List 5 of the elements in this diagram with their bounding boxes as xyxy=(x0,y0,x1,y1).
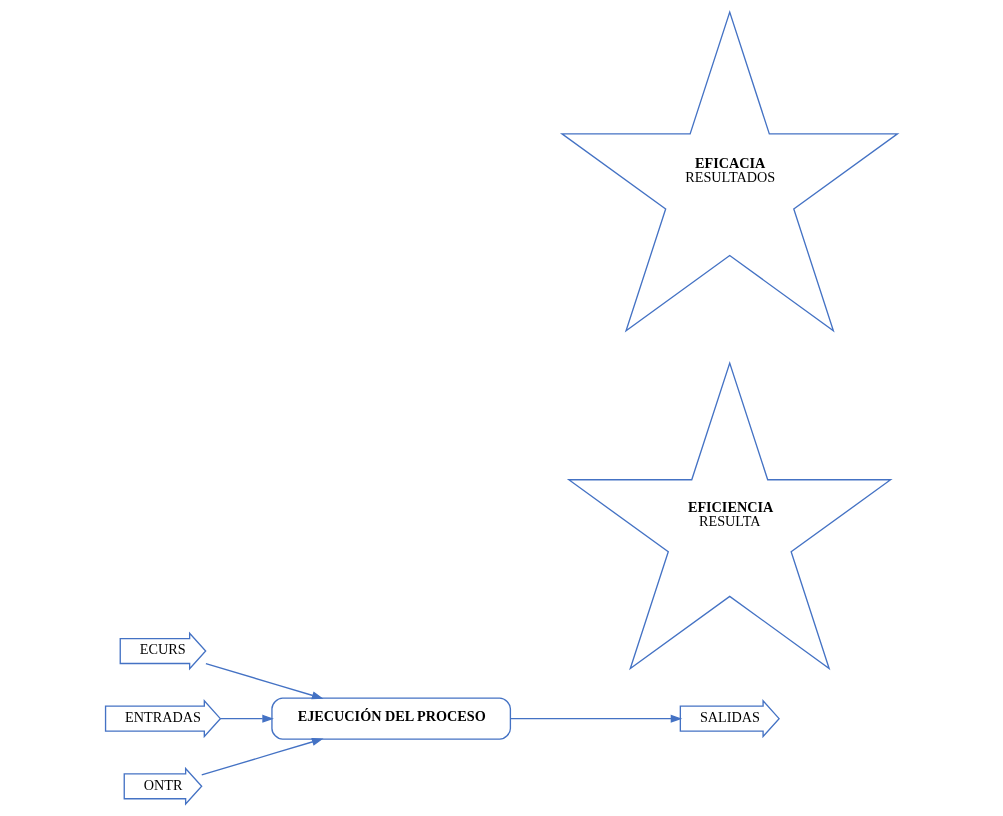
arrow xyxy=(205,662,324,700)
arrow xyxy=(219,714,274,723)
arrow xyxy=(509,714,683,723)
node-box: EJECUCIÓN DEL PROCESO xyxy=(271,697,512,740)
arrow xyxy=(201,738,324,776)
